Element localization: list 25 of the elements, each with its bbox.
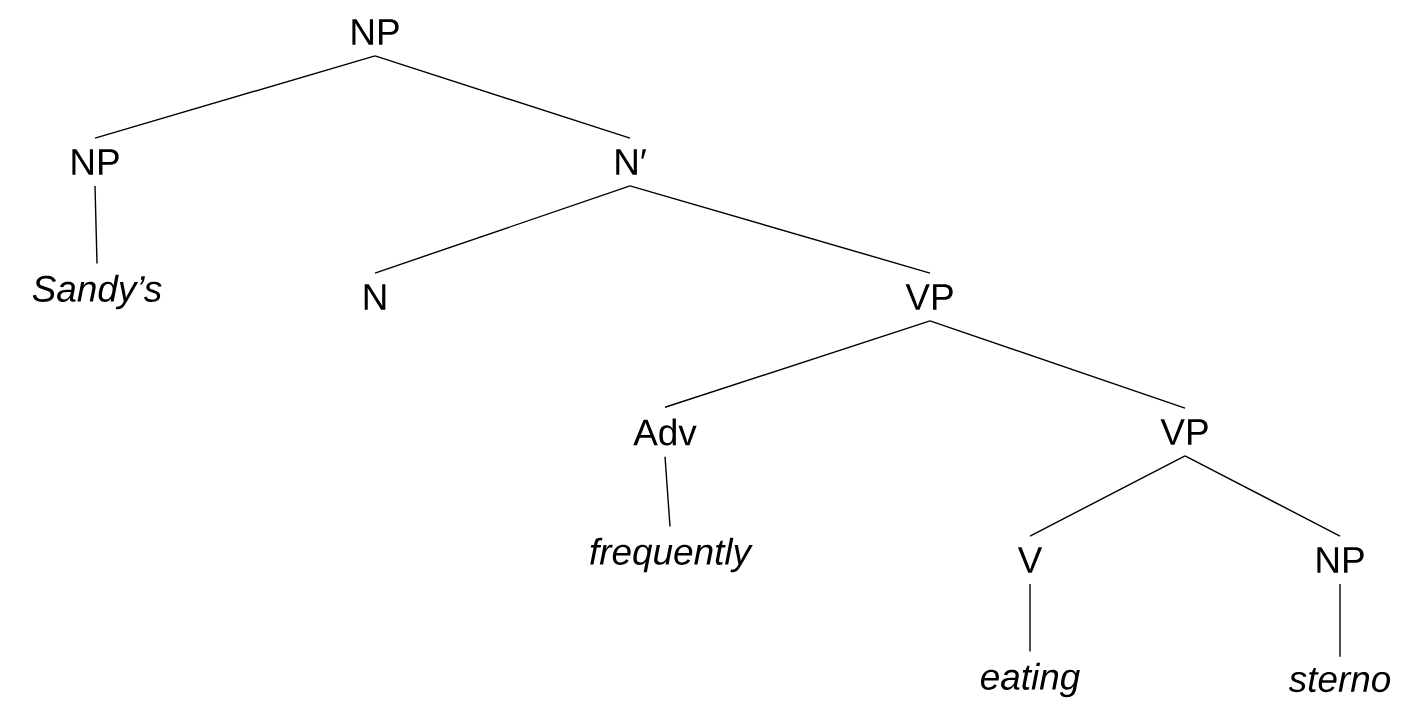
word: frequently [590,537,753,573]
category-label: VP [905,284,953,310]
branch-line [629,185,931,274]
branch-line [94,55,376,139]
branch-line [374,55,631,139]
word: eating [981,662,1080,698]
category-label: N′ [616,149,647,175]
branch-line [94,185,98,265]
branch-line [929,320,1186,409]
branch-line [664,320,931,408]
category-label: NP [72,149,119,175]
branch-line [1184,455,1341,537]
category-label: NP [1317,547,1364,573]
word: Sandy’s [32,274,162,310]
branch-line [1339,583,1341,658]
branch-line [1029,583,1031,653]
category-label: NP [352,19,399,45]
category-label: VP [1160,419,1208,445]
branch-line [374,185,631,274]
category-label: V [1017,547,1043,573]
word: sterno [1288,667,1391,693]
category-label: N [364,284,386,310]
category-label: Adv [633,418,697,446]
branch-line [664,456,671,528]
branch-line [1029,455,1186,537]
